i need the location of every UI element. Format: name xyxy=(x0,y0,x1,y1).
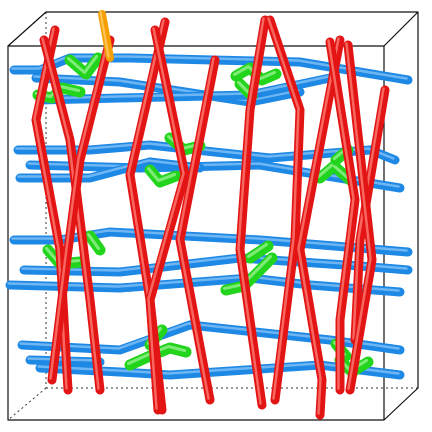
red-rods xyxy=(31,15,390,420)
red-rod xyxy=(175,55,220,405)
red-rod xyxy=(39,35,105,395)
orange-rod xyxy=(98,10,114,62)
green-node xyxy=(220,252,278,296)
box-visible-edges xyxy=(7,11,419,421)
red-rod xyxy=(295,35,345,420)
red-rod xyxy=(47,35,115,385)
box-hidden-edges xyxy=(7,12,418,421)
blue-rod xyxy=(9,227,413,257)
green-node xyxy=(144,164,182,188)
red-rod xyxy=(145,25,190,415)
blue-rod xyxy=(15,157,205,183)
orange-rod-segment xyxy=(98,10,114,62)
wireframe-box xyxy=(7,11,419,421)
red-rod xyxy=(265,15,305,405)
green-node xyxy=(314,160,356,186)
red-rod xyxy=(350,85,390,345)
green-node xyxy=(64,52,104,80)
red-rod xyxy=(235,15,270,410)
green-node xyxy=(84,230,106,256)
green-node xyxy=(244,240,274,264)
red-rod xyxy=(325,37,360,395)
red-rod xyxy=(343,40,377,395)
